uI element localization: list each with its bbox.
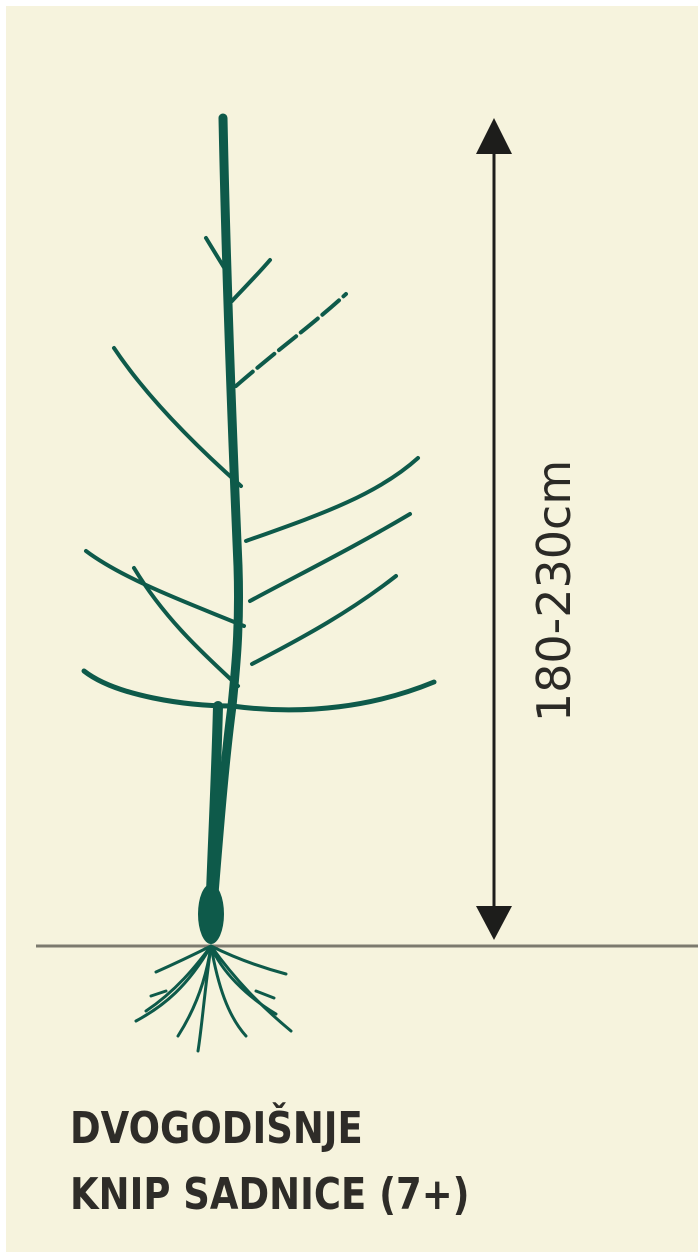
illustration-panel: 180-230cm DVOGODIŠNJE KNIP SADNICE (7+) — [6, 6, 698, 1252]
height-dimension-arrow — [476, 118, 512, 940]
caption-line-1: DVOGODIŠNJE — [70, 1096, 470, 1162]
tree-illustration — [6, 6, 698, 1252]
height-range-label: 180-230cm — [527, 460, 581, 722]
caption: DVOGODIŠNJE KNIP SADNICE (7+) — [70, 1096, 470, 1228]
tree-sapling — [84, 118, 434, 1051]
caption-line-2: KNIP SADNICE (7+) — [70, 1162, 470, 1228]
